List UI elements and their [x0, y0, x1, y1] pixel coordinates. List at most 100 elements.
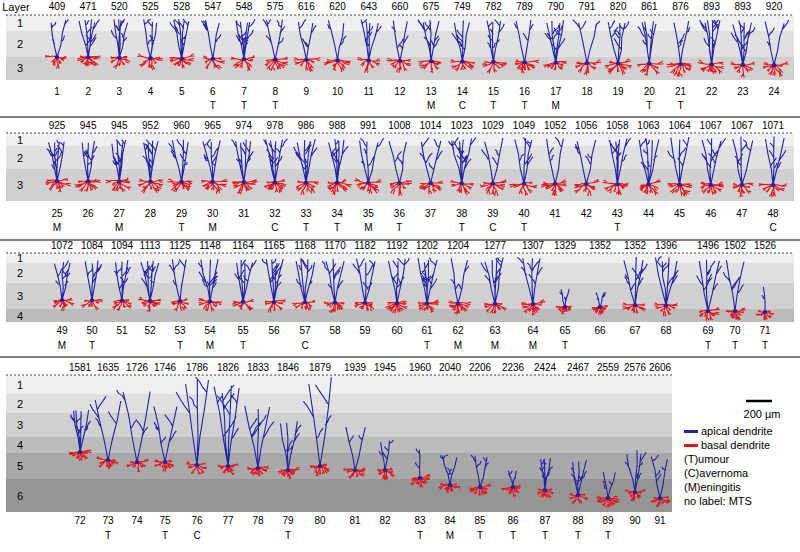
layer-heading: Layer: [2, 2, 30, 13]
neuron-number: 90: [629, 516, 640, 526]
pathology-letter: T: [285, 531, 291, 541]
apical-dendrite: [765, 20, 789, 65]
pathology-letter: M: [206, 341, 214, 351]
pia-line: [6, 15, 794, 16]
basal-dendrite: [640, 179, 661, 195]
apical-dendrite: [392, 21, 408, 61]
soma: [135, 460, 140, 464]
basal-dendrite: [541, 180, 567, 196]
layer-number: 3: [17, 291, 23, 302]
neuron-number: 62: [452, 326, 463, 336]
neuron-number: 65: [559, 326, 570, 336]
soma: [708, 183, 713, 187]
neuron-number: 83: [414, 516, 425, 526]
apical-dendrite: [263, 139, 287, 182]
soma: [148, 56, 153, 60]
apical-dendrite: [603, 472, 615, 498]
soma: [226, 464, 231, 468]
soma: [491, 60, 496, 64]
basal-dendrite: [218, 464, 239, 476]
soma: [585, 61, 590, 65]
basal-dendrite: [537, 489, 553, 498]
neuron-number: 91: [654, 516, 665, 526]
apical-dendrite: [481, 258, 503, 304]
neuron-number: 81: [349, 516, 360, 526]
neuron-row: [0, 253, 800, 357]
soma: [741, 63, 746, 67]
depth-value: 1023: [451, 121, 473, 131]
depth-value: 1879: [309, 363, 331, 373]
soma: [179, 56, 184, 60]
soma: [178, 299, 183, 303]
depth-value: 1014: [419, 121, 441, 131]
apical-dendrite: [203, 139, 220, 182]
neuron-number: 78: [252, 516, 263, 526]
soma: [55, 179, 60, 183]
depth-value: 1352: [624, 241, 646, 251]
neuron-number: 9: [304, 87, 310, 97]
basal-dendrite: [651, 497, 671, 508]
pathology-letter: T: [562, 341, 568, 351]
basal-dendrite: [637, 61, 664, 76]
apical-dendrite: [451, 258, 469, 303]
apical-dendrite: [573, 20, 600, 63]
soma: [273, 180, 278, 184]
neuron-number: 27: [114, 209, 125, 219]
apical-dendrite: [418, 258, 437, 304]
neuron-number: 46: [705, 209, 716, 219]
depth-value: 1067: [700, 121, 722, 131]
neuron-number: 3: [117, 87, 123, 97]
soma: [429, 59, 434, 63]
basal-dendrite: [623, 303, 646, 313]
apical-dendrite: [471, 455, 489, 487]
pathology-letter: T: [334, 223, 340, 233]
neuron-number: 31: [238, 209, 249, 219]
basal-dendrite: [699, 308, 720, 321]
soma: [664, 303, 669, 307]
depth-value: 575: [267, 2, 284, 12]
depth-value: 1826: [217, 363, 239, 373]
depth-value: 749: [454, 2, 471, 12]
pathology-letter: C: [459, 101, 466, 111]
pia-line: [6, 253, 794, 254]
basal-dendrite: [733, 183, 754, 197]
neuron-number: 64: [527, 326, 538, 336]
soma: [616, 61, 621, 65]
apical-dendrite: [328, 20, 347, 60]
neuron-number: 32: [269, 209, 280, 219]
depth-value: 1072: [51, 241, 73, 251]
neuron-number: 29: [176, 209, 187, 219]
depth-value: 1125: [169, 241, 191, 251]
basal-dendrite: [77, 56, 100, 67]
depth-value: 1056: [575, 121, 597, 131]
neuron-number: 13: [426, 87, 437, 97]
depth-value: 1204: [447, 241, 469, 251]
cortical-layer-band: [6, 15, 794, 31]
depth-value: 861: [641, 2, 658, 12]
soma: [425, 301, 430, 305]
soma: [163, 460, 168, 464]
basal-dendrite: [324, 301, 345, 313]
depth-value: 1526: [754, 241, 776, 251]
neuron-number: 72: [74, 516, 85, 526]
soma: [647, 62, 652, 66]
basal-dendrite: [448, 301, 470, 315]
apical-dendrite: [235, 260, 257, 302]
pathology-letter: M: [427, 101, 435, 111]
depth-value: 945: [111, 121, 128, 131]
soma: [576, 493, 581, 497]
soma: [763, 310, 768, 314]
soma: [633, 303, 638, 307]
legend-text: no label: MTS: [684, 496, 752, 507]
depth-value: 1067: [731, 121, 753, 131]
soma: [353, 468, 358, 472]
soma: [179, 180, 184, 184]
depth-value: 1277: [484, 241, 506, 251]
neuron-number: 17: [550, 87, 561, 97]
pathology-letter: T: [705, 341, 711, 351]
pathology-letter: T: [303, 223, 309, 233]
pathology-letter: T: [614, 223, 620, 233]
depth-value: 1164: [232, 241, 254, 251]
apical-dendrite: [733, 136, 753, 184]
layer-number: 5: [17, 461, 23, 472]
